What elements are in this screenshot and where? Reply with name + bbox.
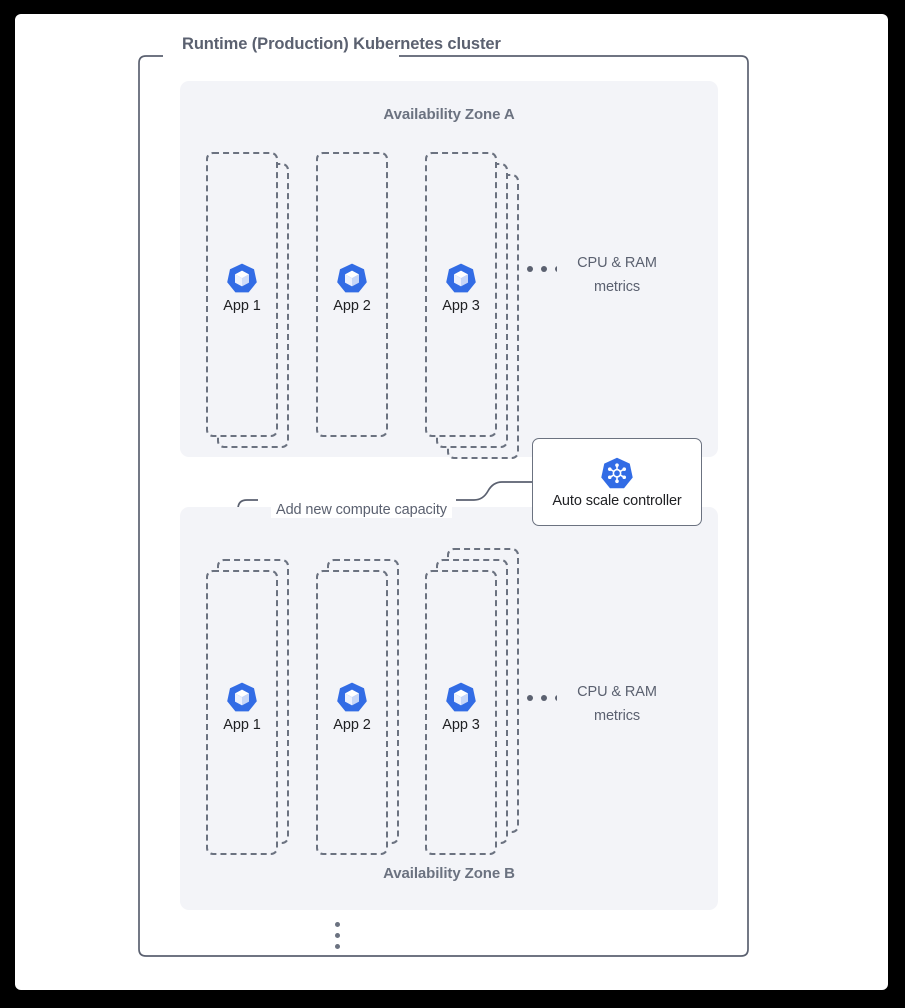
replica-card xyxy=(425,152,497,437)
kubernetes-pod-icon xyxy=(227,263,257,293)
zone-a-app-1[interactable]: App 1 xyxy=(206,152,289,452)
zone-b-metrics-label: CPU & RAM metrics xyxy=(557,681,677,729)
kubernetes-pod-icon xyxy=(446,263,476,293)
cluster-title: Runtime (Production) Kubernetes cluster xyxy=(175,35,508,54)
ellipsis-horizontal-icon xyxy=(527,695,561,701)
app-identity: App 2 xyxy=(316,262,388,314)
replica-card xyxy=(425,570,497,855)
zone-a-label: Availability Zone A xyxy=(383,106,515,123)
zone-b-app-2[interactable]: App 2 xyxy=(316,559,399,859)
app-identity: App 1 xyxy=(206,262,278,314)
ellipsis-horizontal-icon xyxy=(527,266,561,272)
zone-b-label: Availability Zone B xyxy=(383,865,515,882)
kubernetes-pod-icon xyxy=(227,682,257,712)
ellipsis-vertical-icon xyxy=(335,922,340,949)
replica-card xyxy=(206,570,278,855)
zone-b-app-3[interactable]: App 3 xyxy=(425,548,519,860)
scale-out-annotation: Add new compute capacity xyxy=(271,502,452,518)
app-identity: App 2 xyxy=(316,681,388,733)
app-identity: App 1 xyxy=(206,681,278,733)
app-label: App 3 xyxy=(442,298,480,314)
auto-scale-controller-label: Auto scale controller xyxy=(552,492,682,509)
app-label: App 1 xyxy=(223,717,261,733)
auto-scale-controller-node[interactable]: Auto scale controller xyxy=(532,438,702,526)
metrics-line-2: metrics xyxy=(557,704,677,729)
app-identity: App 3 xyxy=(425,681,497,733)
kubernetes-pod-icon xyxy=(337,682,367,712)
app-label: App 2 xyxy=(333,298,371,314)
metrics-line-1: CPU & RAM xyxy=(557,252,677,276)
metrics-line-1: CPU & RAM xyxy=(557,681,677,705)
kubernetes-controller-icon xyxy=(601,457,633,488)
kubernetes-pod-icon xyxy=(446,682,476,712)
zone-a-app-2[interactable]: App 2 xyxy=(316,152,388,452)
zone-a-metrics-label: CPU & RAM metrics xyxy=(557,252,677,300)
app-label: App 1 xyxy=(223,298,261,314)
kubernetes-pod-icon xyxy=(337,263,367,293)
diagram-canvas: Runtime (Production) Kubernetes cluster … xyxy=(15,14,888,990)
replica-card xyxy=(316,152,388,437)
zone-b-app-1[interactable]: App 1 xyxy=(206,559,289,859)
replica-card xyxy=(206,152,278,437)
metrics-line-2: metrics xyxy=(557,275,677,300)
app-label: App 2 xyxy=(333,717,371,733)
zone-a-app-3[interactable]: App 3 xyxy=(425,152,519,462)
app-label: App 3 xyxy=(442,717,480,733)
app-identity: App 3 xyxy=(425,262,497,314)
replica-card xyxy=(316,570,388,855)
